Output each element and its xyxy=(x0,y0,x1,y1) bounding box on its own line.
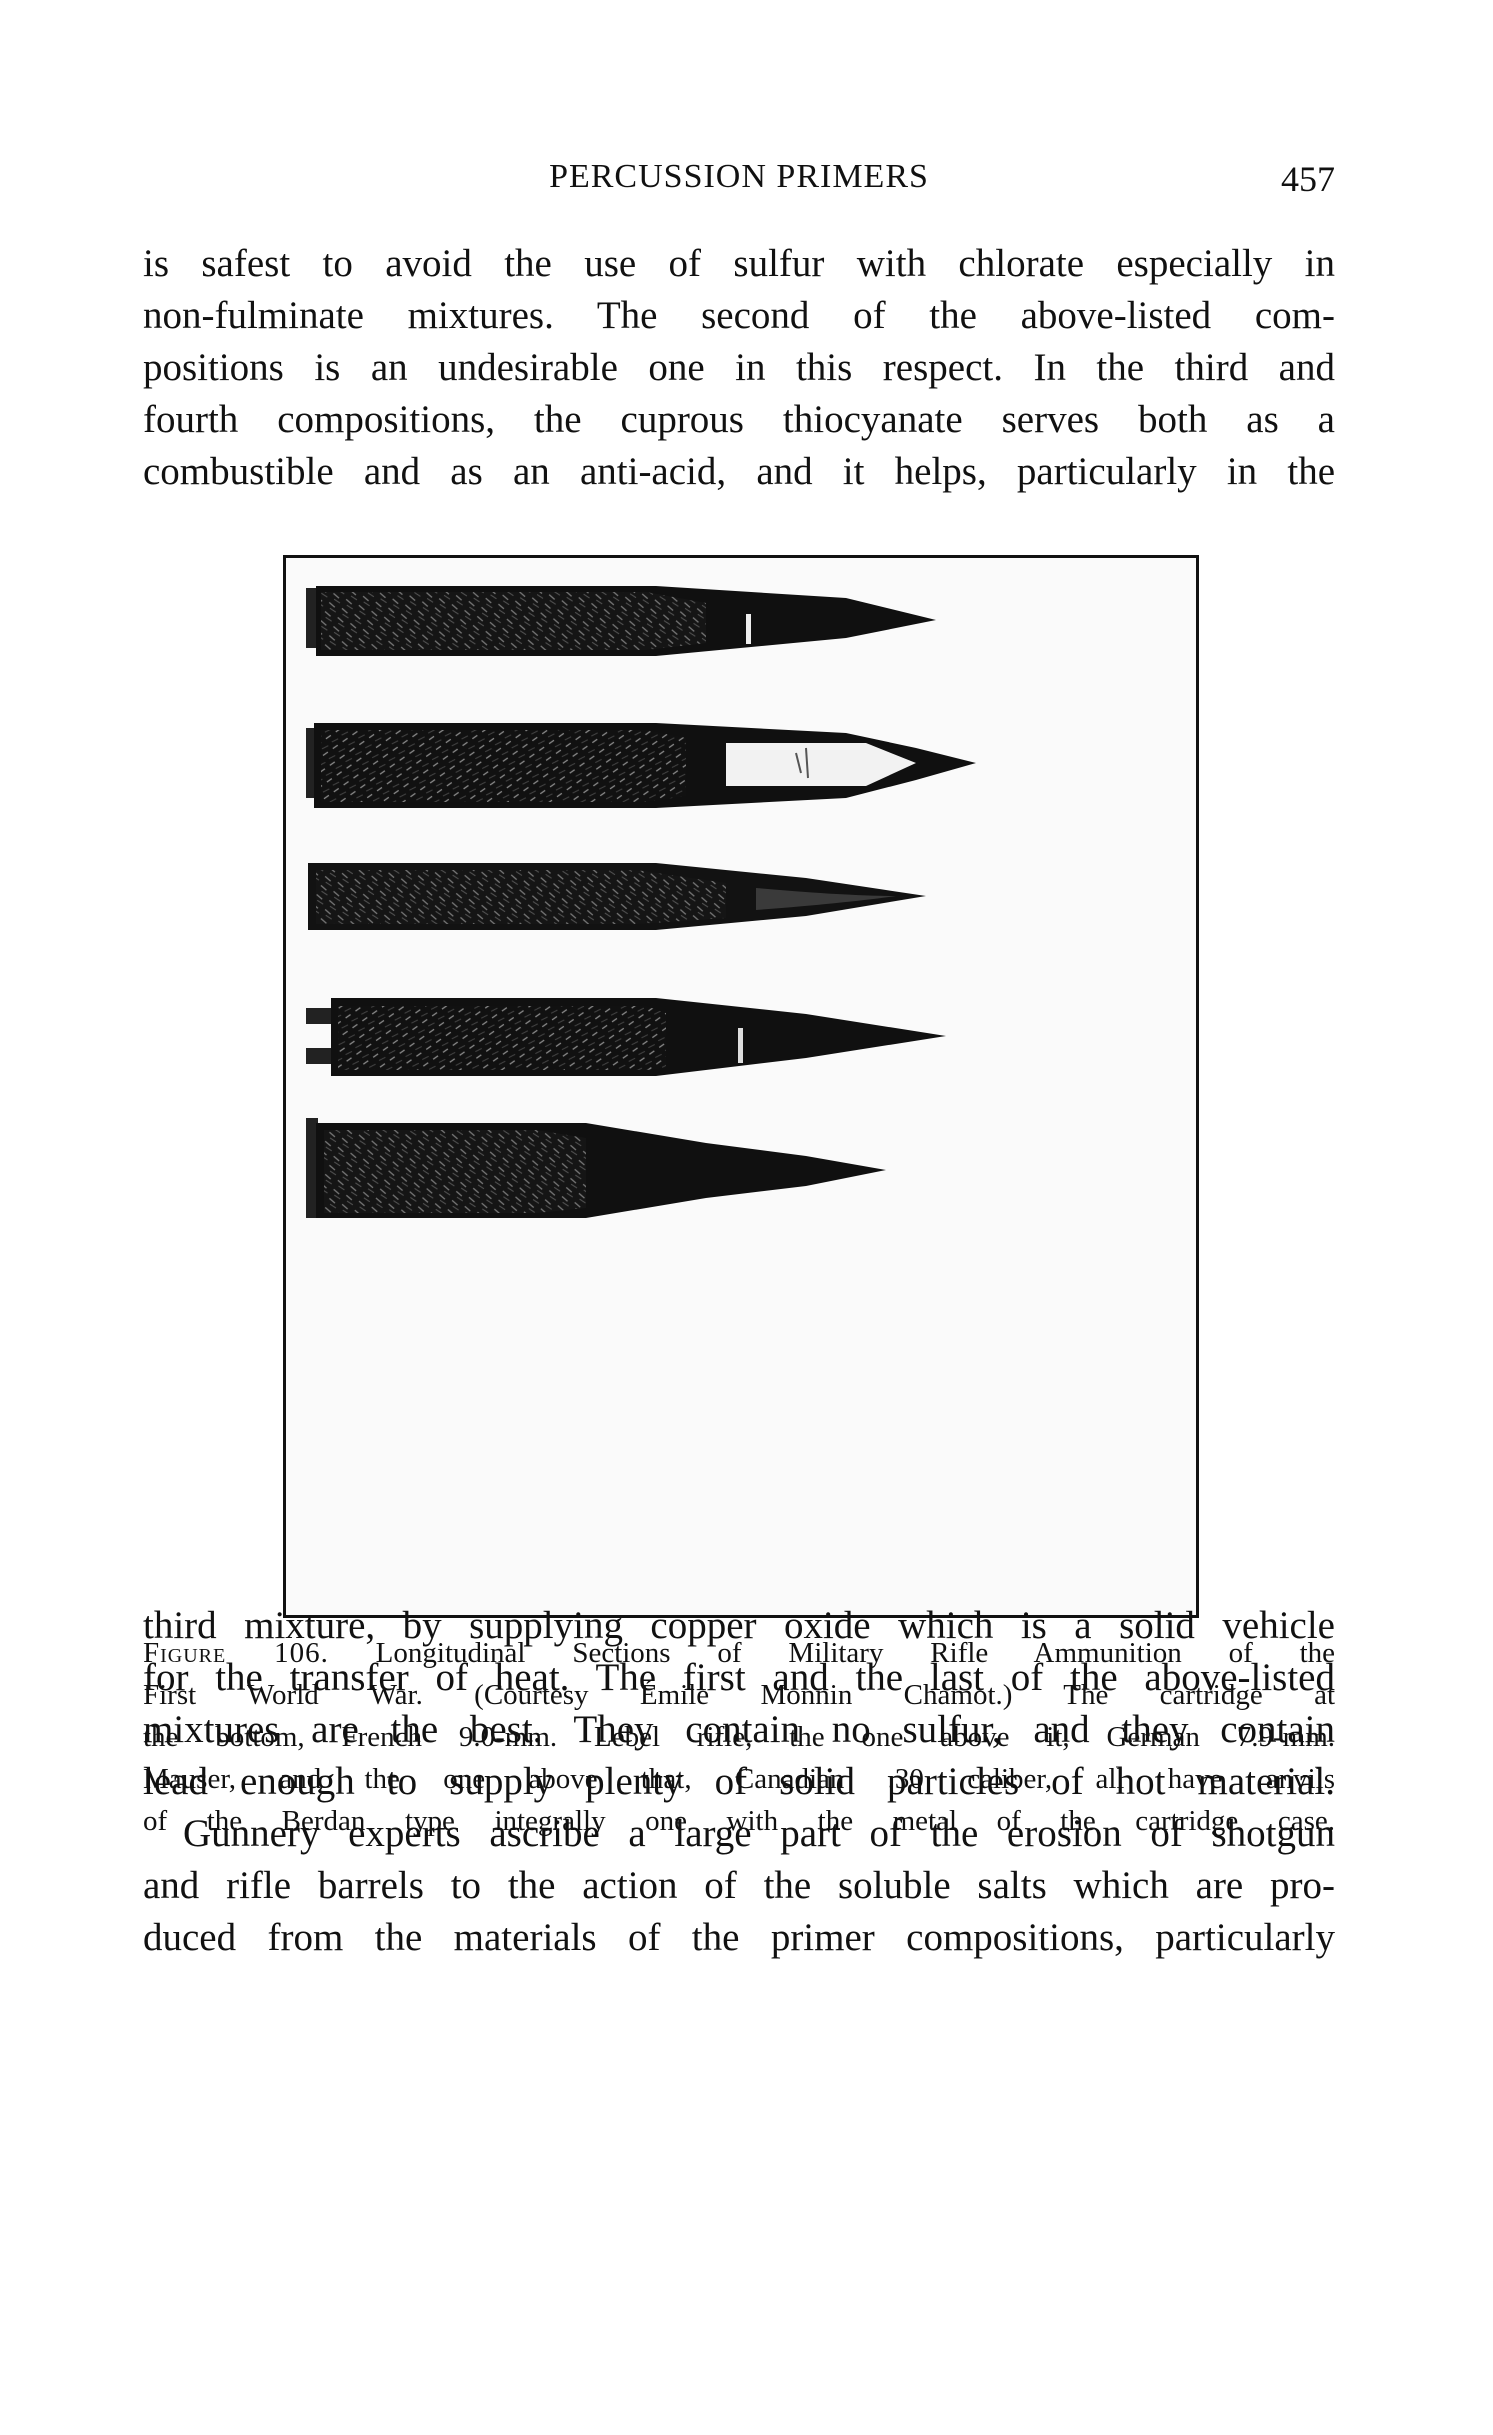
caption-line: Mauser, and the one above that, Canadian… xyxy=(143,1763,1335,1795)
text-line: combustible and as an anti-acid, and it … xyxy=(143,450,1335,493)
text-line: mixtures are the best. They contain no s… xyxy=(143,1708,1335,1751)
text-line: third mixture, by supplying copper oxide… xyxy=(143,1604,1335,1647)
cartridge-5 xyxy=(306,1118,886,1218)
caption-line: of the Berdan type integrally one with t… xyxy=(143,1805,1335,1837)
caption-line: Figure 106. Longitudinal Sections of Mil… xyxy=(143,1632,1335,1674)
text-line: fourth compositions, the cuprous thiocya… xyxy=(143,398,1335,441)
figure-caption: Figure 106. Longitudinal Sections of Mil… xyxy=(143,1632,1335,1842)
text-line: for the transfer of heat. The first and … xyxy=(143,1656,1335,1699)
running-head-title: PERCUSSION PRIMERS xyxy=(549,158,929,195)
figure-cartridge-sections xyxy=(283,555,1199,1618)
text-line: lead enough to supply plenty of solid pa… xyxy=(143,1760,1335,1803)
text-line: and rifle barrels to the action of the s… xyxy=(143,1864,1335,1907)
cartridge-1 xyxy=(306,586,936,656)
paragraph-bottom: third mixture, by supplying copper oxide… xyxy=(143,1600,1335,1964)
text-line: duced from the materials of the primer c… xyxy=(143,1916,1335,1959)
paragraph-top: is safest to avoid the use of sulfur wit… xyxy=(143,238,1335,498)
figure-label: Figure 106. xyxy=(143,1637,329,1669)
caption-line: the bottom, French 9.0-mm. Lebel rifle, … xyxy=(143,1721,1335,1753)
page-number: 457 xyxy=(1281,159,1335,199)
cartridge-4 xyxy=(306,998,946,1076)
text-line: is safest to avoid the use of sulfur wit… xyxy=(143,242,1335,285)
running-head: PERCUSSION PRIMERS 457 xyxy=(143,150,1335,210)
cartridge-photo xyxy=(306,586,976,1218)
caption-line: First World War. (Courtesy Émile Monnin … xyxy=(143,1679,1335,1711)
text-line: Gunnery experts ascribe a large part of … xyxy=(183,1812,1335,1855)
cartridge-3 xyxy=(308,863,926,930)
cartridge-2 xyxy=(306,723,976,808)
text-line: non-fulminate mixtures. The second of th… xyxy=(143,294,1335,337)
caption-text: Longitudinal Sections of Military Rifle … xyxy=(375,1637,1336,1669)
text-line: positions is an undesirable one in this … xyxy=(143,346,1335,389)
